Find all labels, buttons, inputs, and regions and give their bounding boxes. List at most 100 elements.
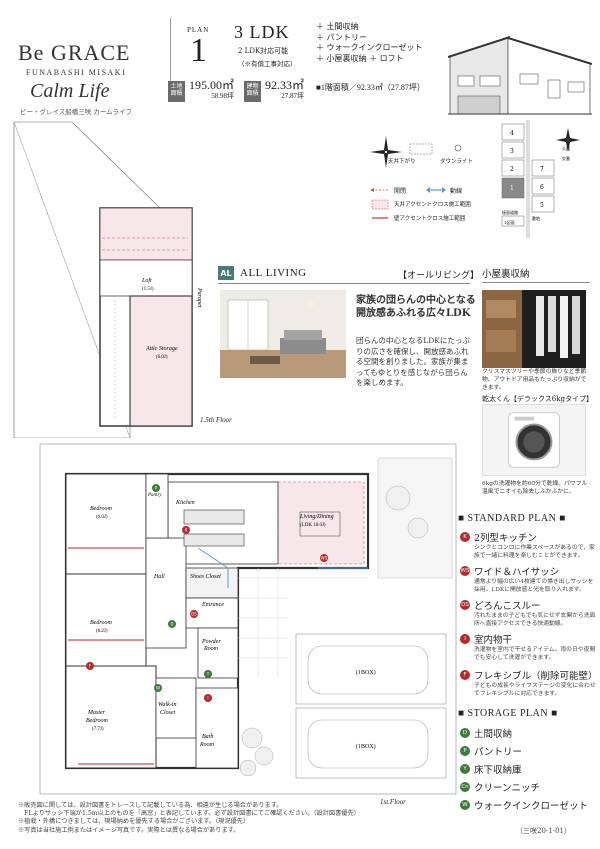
- all-living-headline-line: 家族の団らんの中心となる: [356, 295, 476, 306]
- feature-item: ＋ パントリー: [316, 32, 367, 42]
- first-floor-area: ■1階面積／92.33㎡（27.87坪）: [316, 83, 425, 92]
- svg-text:D: D: [170, 622, 173, 627]
- upper-floor-plan: Loft (1.5J) Attic Storage (6.0J) Parapet: [13, 121, 202, 438]
- brand-logo: Be GRACE: [18, 40, 131, 65]
- land-area-tsubo: 58.98坪: [211, 92, 235, 100]
- building-area-sqm: 92.33㎡: [265, 78, 305, 92]
- site-label-lot: 1区画: [504, 220, 515, 225]
- feature-badge-icon: K: [460, 532, 470, 542]
- all-living-badge: AL: [218, 266, 234, 280]
- upper-floor-label: 1.5th Floor: [200, 416, 232, 424]
- compass-icon: [370, 136, 402, 168]
- feature-badge-icon: F: [460, 670, 470, 680]
- main-floor-label: 1st.Floor: [380, 798, 406, 806]
- plan-legend: [370, 143, 462, 219]
- room-label-powder-room: Room: [203, 646, 219, 652]
- dryer-photo: [482, 404, 586, 476]
- parapet-label: Parapet: [196, 287, 202, 308]
- lot-number: 2: [510, 166, 514, 173]
- room-label-kitchen: Kitchen: [175, 500, 195, 506]
- storage-badge-icon: D: [460, 728, 470, 738]
- parking-label: (1BOX): [356, 669, 376, 676]
- brand-subtitle: FUNABASHI MISAKI: [26, 68, 127, 77]
- footer-notes: ※販売図に関しては、設計図書をトレースして記載している為、相違が生じる場合があり…: [18, 802, 458, 835]
- storage-plan-item: D 土間収納: [460, 726, 512, 740]
- svg-text:I: I: [207, 696, 208, 701]
- attic-caption: クリスマスツリーや季節の飾りなど季節物、アウトドア用品もたっぷり収納ができます。: [482, 369, 587, 391]
- standard-plan-item: DS どろんこスルー 汚れたままの子どもでも気にせず玄関から洗面所へ直接アクセスで…: [460, 598, 598, 628]
- feature-desc: 洗濯物を室内で干せるアイテム。雨の日や夜間でも安心して洗濯ができます。: [474, 647, 596, 661]
- room-size-bedroom-1: (6.0J): [96, 515, 108, 520]
- room-label-attic: Attic Storage: [145, 346, 178, 352]
- room-label-entrance: Entrance: [201, 602, 224, 608]
- dryer-caption: 6kgの洗濯物を約60分で乾燥。パワフル温風でニオイも除去しふかふかに。: [482, 481, 588, 495]
- header-divider: [170, 18, 171, 102]
- attic-divider: [482, 282, 590, 283]
- plan-number: 1: [190, 32, 207, 69]
- all-living-title-jp: 【オールリビング】: [398, 271, 480, 281]
- storage-badge-icon: W: [460, 800, 470, 810]
- parking-label: (1BOX): [356, 743, 376, 750]
- room-label-powder: Powder: [201, 639, 221, 645]
- all-living-divider: [218, 283, 470, 284]
- feature-title: 室内物干: [474, 635, 513, 646]
- lot-number: 1: [510, 185, 514, 192]
- footer-note: ※販売図に関しては、設計図書をトレースして記載している為、相違が生じる場合があり…: [18, 802, 283, 809]
- building-area: 92.33㎡ 27.87坪: [265, 78, 305, 102]
- legend-door: 開閉: [394, 188, 407, 195]
- room-size-attic: (6.0J): [156, 355, 168, 360]
- feature-item: ＋ 土間収納: [316, 22, 359, 31]
- storage-badge-icon: P: [460, 746, 470, 756]
- legend-downlight: ダウンライト: [440, 159, 474, 165]
- room-label-master-bedroom: Bedroom: [86, 718, 108, 724]
- room-size-master: (7.7J): [92, 727, 104, 732]
- storage-title: パントリー: [474, 747, 522, 758]
- room-label-bath: Bath: [202, 734, 213, 740]
- all-living-body: 団らんの中心となるLDKにたっぷりの広さを確保し、開放感あふれる空間を創りました…: [356, 336, 470, 387]
- site-label-park: 公園: [562, 145, 570, 151]
- feature-title: 2列型キッチン: [474, 533, 538, 544]
- footer-note: FLよりサッシ下端が1.5m以上のものを「高窓」と表記しています。必ず設計図書に…: [18, 810, 360, 818]
- feature-item: ＋ 小屋裏収納 ＋ ロフト: [316, 53, 404, 63]
- room-label-master: Master: [87, 710, 106, 716]
- storage-title: クリーンニッチ: [474, 783, 541, 794]
- document-code: （三咲20-1-01）: [516, 827, 571, 835]
- land-area-tag: 土地面積: [168, 80, 185, 102]
- storage-badge-icon: Cn: [460, 782, 470, 792]
- attic-title: 小屋裏収納: [482, 269, 530, 280]
- storage-plan-heading: ■ STORAGE PLAN ■: [458, 708, 558, 719]
- site-map: 4 3 2 1 7 6 5 公園 交番 接面道路 1区画 敷地: [501, 120, 580, 238]
- storage-title: 土間収納: [474, 729, 513, 740]
- layout-note: （※有償工事対応）: [238, 60, 297, 68]
- legend-flow: 動線: [450, 188, 463, 195]
- storage-plan-item: Cn クリーンニッチ: [460, 780, 540, 794]
- site-label-road: 接面道路: [502, 209, 518, 215]
- svg-text:W: W: [156, 686, 160, 691]
- feature-desc: 通常より幅の広い4枚建ての掃き出しサッシを採用。LDKに開放感と光を取り入れます…: [474, 579, 594, 593]
- legend-wall-accent: 壁アクセントクロス施工範囲: [394, 216, 466, 222]
- svg-text:F: F: [89, 664, 92, 669]
- attic-storage-photo: [482, 290, 586, 368]
- room-label-bedroom-2: Bedroom: [90, 620, 112, 626]
- feature-badge-icon: DS: [460, 600, 470, 610]
- feature-title: どろんこスルー: [474, 601, 541, 612]
- house-exterior-illustration: [448, 36, 592, 115]
- feature-desc: 汚れたままの子どもでも気にせず玄関から洗面所へ直接アクセスできる快適動線。: [474, 613, 596, 627]
- storage-plan-item: P パントリー: [460, 744, 522, 758]
- feature-title: フレキシブル（削除可能壁）: [474, 671, 598, 682]
- svg-text:K: K: [185, 528, 188, 533]
- lot-number: 4: [510, 130, 514, 137]
- room-label-pantry: Pantry: [147, 493, 162, 498]
- storage-title: 床下収納庫: [474, 765, 522, 776]
- room-label-closet: Closet: [160, 710, 176, 716]
- feature-item: ＋ ウォークインクローゼット: [316, 43, 423, 52]
- all-living-title: ALL LIVING: [240, 267, 307, 279]
- all-living-headline: 家族の団らんの中心となる 開放感あふれる広々LDK: [356, 294, 476, 320]
- living-room-photo: [220, 290, 346, 378]
- dryer-title: 乾太くん【デラックス6kgタイプ】: [482, 395, 593, 403]
